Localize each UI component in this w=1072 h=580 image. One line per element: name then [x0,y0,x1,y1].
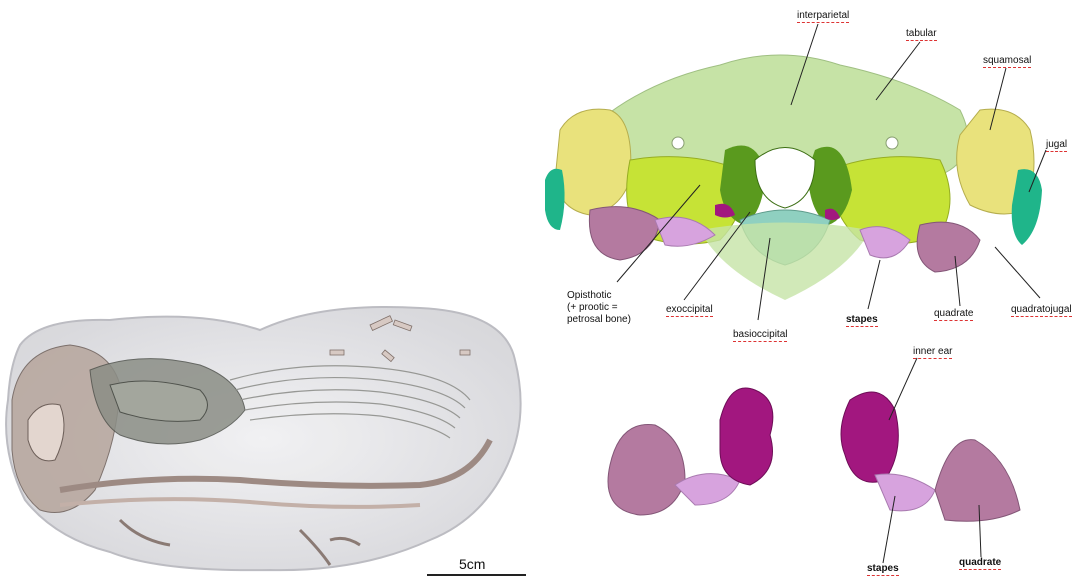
label-opisthotic: Opisthotic (+ prootic = petrosal bone) [567,290,631,326]
label-stapes-bottom: stapes [867,563,899,576]
label-quadrate-bottom: quadrate [959,557,1001,570]
label-tabular: tabular [906,28,937,41]
label-interparietal: interparietal [797,10,849,23]
label-basioccipital: basioccipital [733,329,787,342]
label-inner-ear: inner ear [913,346,952,359]
label-squamosal: squamosal [983,55,1031,68]
label-stapes-top: stapes [846,314,878,327]
label-exoccipital: exoccipital [666,304,713,317]
label-quadrate-top: quadrate [934,308,973,321]
label-jugal: jugal [1046,139,1067,152]
label-quadratojugal: quadratojugal [1011,304,1072,317]
